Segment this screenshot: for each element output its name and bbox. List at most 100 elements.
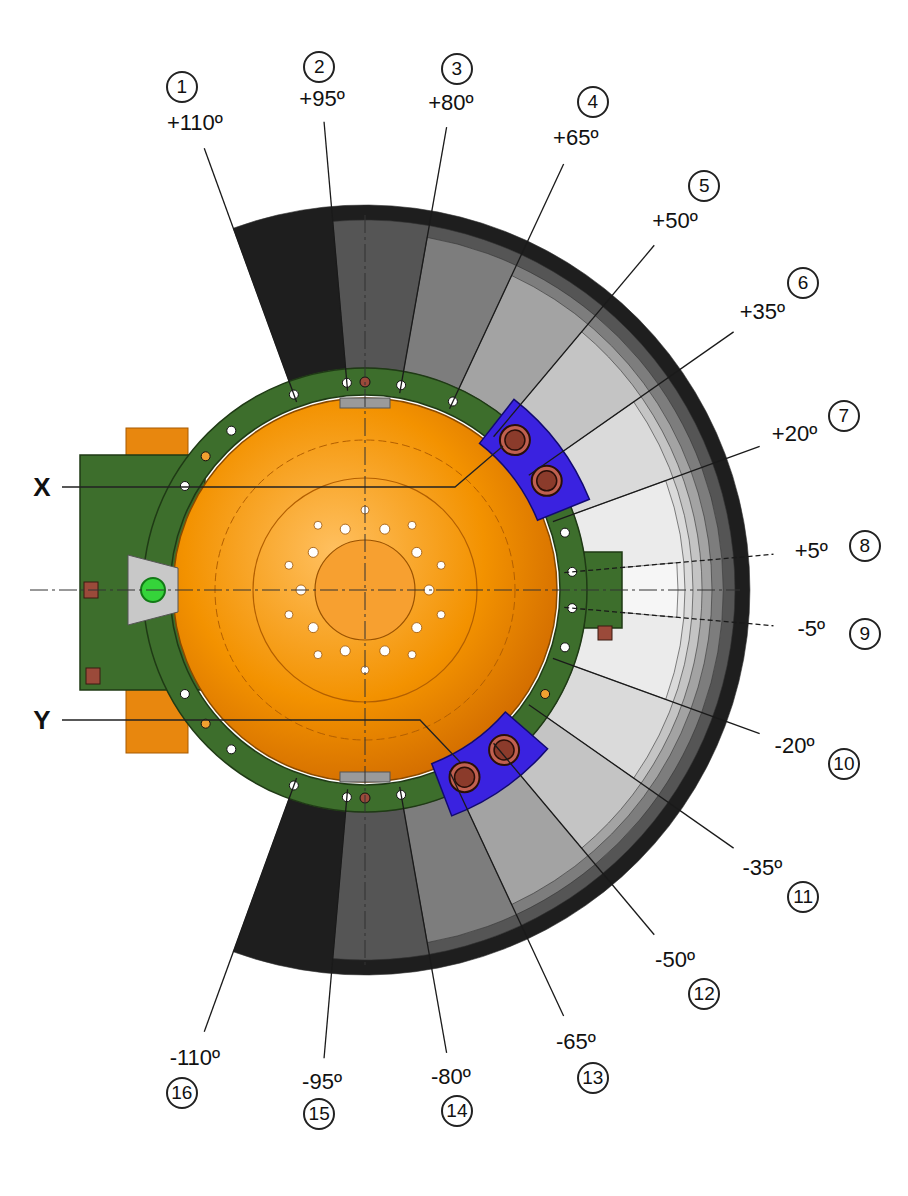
angle-label: +5º <box>793 539 830 563</box>
callout-text: 8 <box>860 535 871 557</box>
angle-text: +35º <box>740 299 785 324</box>
angle-label: -35º <box>740 856 784 880</box>
center-line <box>30 590 740 591</box>
angle-ray <box>324 789 348 1058</box>
wheel-hole <box>437 561 445 569</box>
angle-text: -65º <box>556 1029 596 1054</box>
ring-hole <box>227 426 236 435</box>
angle-label: +65º <box>551 126 600 150</box>
clamp-bolt-head <box>537 471 557 491</box>
wheel-hole <box>412 623 422 633</box>
wheel-hole <box>314 651 322 659</box>
callout-text: 6 <box>798 272 809 294</box>
ring-hole <box>227 745 236 754</box>
clamp-bolt <box>500 425 530 455</box>
wheel-hole <box>380 646 390 656</box>
callout-text: 3 <box>452 58 463 80</box>
callout-text: 11 <box>793 886 813 908</box>
angle-ray <box>494 245 655 437</box>
angle-ray <box>553 446 760 521</box>
housing-bolt <box>86 668 100 684</box>
wheel-hole <box>437 611 445 619</box>
clamp-bolt <box>489 735 519 765</box>
clamp-bolt-head <box>494 740 514 760</box>
wheel-hole <box>308 547 318 557</box>
callout-text: 9 <box>860 623 871 645</box>
angle-ray <box>324 122 348 391</box>
angle-ray <box>400 787 447 1053</box>
ring-hole <box>560 528 569 537</box>
angle-label: -95º <box>300 1069 344 1093</box>
wheel-hole <box>308 623 318 633</box>
angle-label: -20º <box>773 734 817 758</box>
angle-label: +80º <box>426 91 475 115</box>
callout-number: 9 <box>849 618 881 650</box>
callout-number: 12 <box>688 978 720 1010</box>
wheel-hole <box>285 611 293 619</box>
angle-text: +110º <box>167 109 223 134</box>
callout-number: 15 <box>303 1098 335 1130</box>
callout-number: 1 <box>166 71 198 103</box>
angle-text: -95º <box>302 1068 342 1093</box>
callout-number: 8 <box>849 530 881 562</box>
callout-text: 16 <box>171 1082 192 1104</box>
callout-number: 13 <box>577 1062 609 1094</box>
callout-number: 7 <box>828 400 860 432</box>
clamp-bolt-head <box>455 767 475 787</box>
ring-hole <box>560 643 569 652</box>
callout-number: 2 <box>303 51 335 83</box>
wheel-hole <box>314 521 322 529</box>
angle-label: -110º <box>168 1045 222 1069</box>
callout-text: 12 <box>694 983 715 1005</box>
leader-line <box>62 446 503 487</box>
clamp-x <box>480 399 590 520</box>
angle-ray <box>529 705 734 848</box>
callout-number: 10 <box>828 748 860 780</box>
angle-text: +5º <box>795 538 828 563</box>
angle-text: +20º <box>772 421 817 446</box>
callout-text: 15 <box>309 1103 330 1125</box>
callout-number: 4 <box>577 86 609 118</box>
callout-text: 1 <box>177 76 188 98</box>
angle-text: +95º <box>299 85 344 110</box>
callout-text: 13 <box>582 1067 603 1089</box>
angle-label: +35º <box>738 300 787 324</box>
angle-label: +20º <box>770 422 819 446</box>
angle-ray <box>564 607 773 625</box>
angle-label: +110º <box>165 110 225 134</box>
angle-text: -35º <box>742 855 782 880</box>
clamp-y <box>432 712 548 816</box>
angle-text: -20º <box>775 733 815 758</box>
angle-text: -50º <box>655 946 695 971</box>
callout-text: 14 <box>446 1100 467 1122</box>
angle-text: -80º <box>431 1064 471 1089</box>
center-line <box>365 215 366 965</box>
wheel-hole <box>340 646 350 656</box>
callout-text: 7 <box>839 405 850 427</box>
clamp-bolt-head <box>505 430 525 450</box>
angle-ray <box>553 658 760 733</box>
ring-hole <box>201 452 210 461</box>
angle-ray <box>529 332 734 475</box>
callout-number: 14 <box>441 1095 473 1127</box>
clamp-bolt <box>450 762 480 792</box>
clamps-and-holes <box>180 377 589 816</box>
angle-text: -110º <box>170 1044 220 1069</box>
ring-hole <box>180 482 189 491</box>
angle-ray <box>564 554 773 572</box>
callout-text: 10 <box>833 753 854 775</box>
angle-ray <box>400 127 447 393</box>
angle-text: +50º <box>652 207 697 232</box>
angle-ray <box>494 743 655 935</box>
part-letter-text: X <box>33 472 50 502</box>
angle-label: -65º <box>554 1030 598 1054</box>
angle-text: +65º <box>553 125 598 150</box>
callout-text: 2 <box>314 56 325 78</box>
callout-text: 4 <box>588 91 599 113</box>
part-letter-text: Y <box>33 705 50 735</box>
angle-ray <box>204 148 296 402</box>
angle-text: -5º <box>797 616 825 641</box>
tab-bolt <box>598 626 612 640</box>
angle-rays <box>204 122 773 1058</box>
